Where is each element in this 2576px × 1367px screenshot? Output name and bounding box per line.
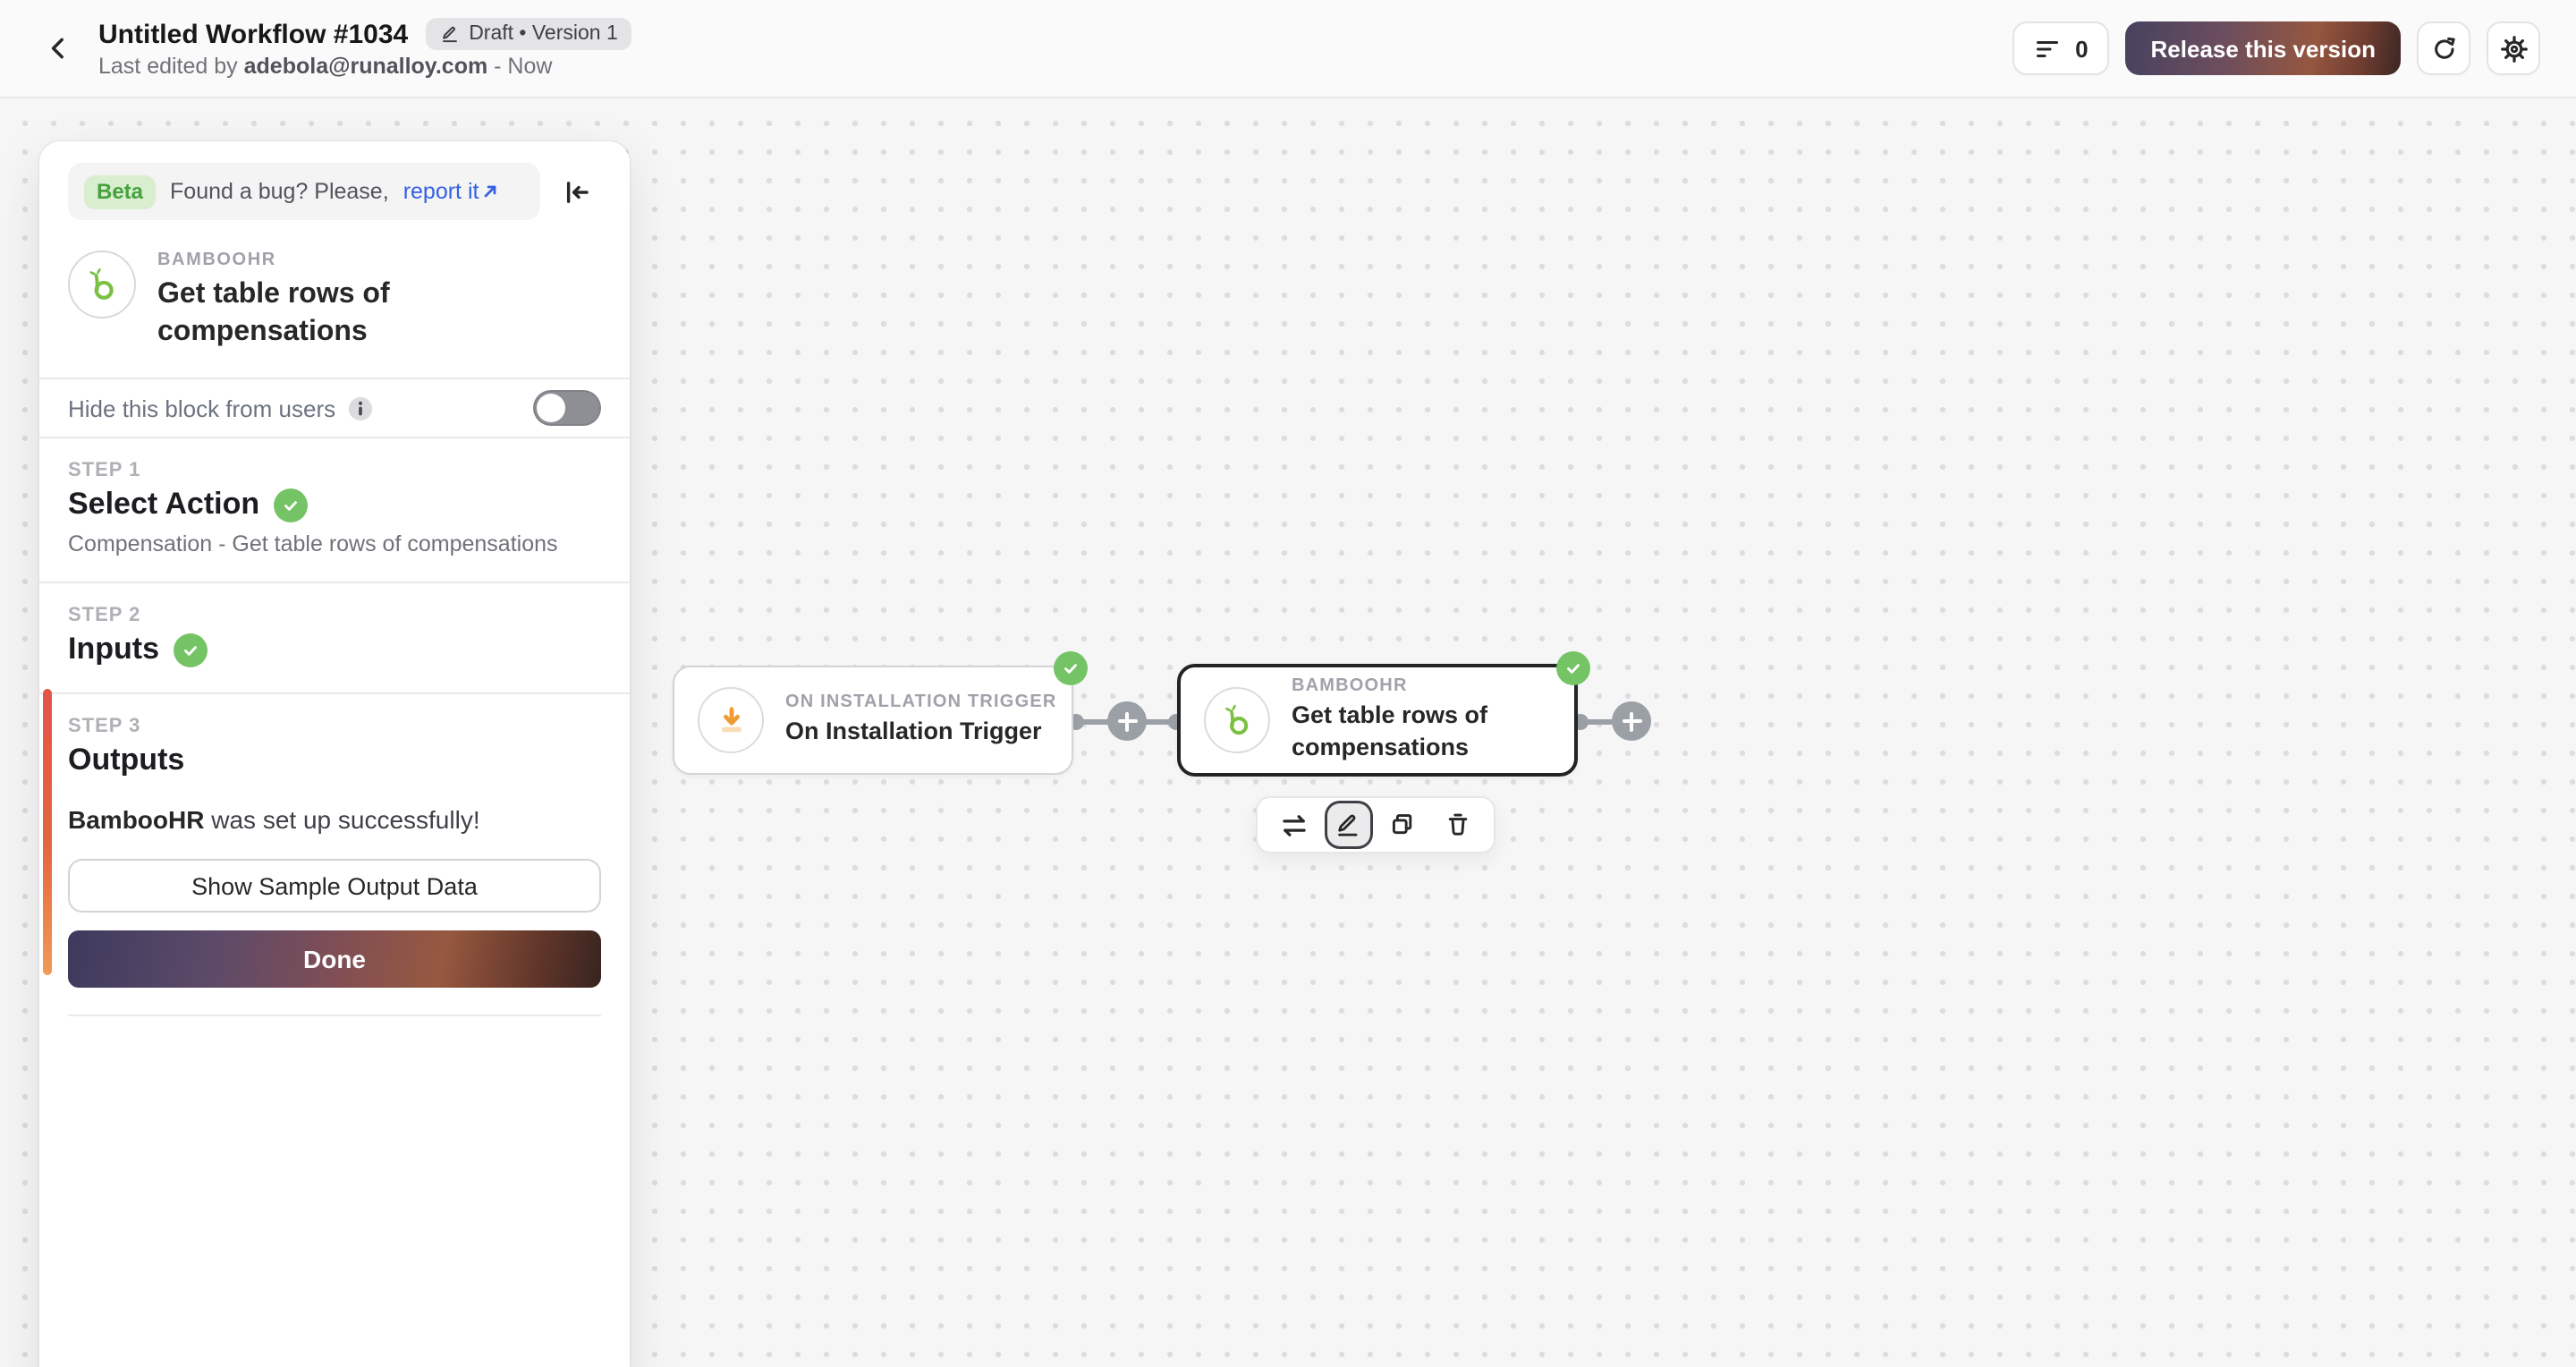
info-icon [346, 395, 373, 421]
version-badge-label: Draft • Version 1 [469, 23, 618, 45]
swap-arrows-icon [1278, 810, 1309, 840]
delete-block-button[interactable] [1436, 803, 1479, 846]
version-badge: Draft • Version 1 [426, 18, 632, 50]
step-label: STEP 2 [68, 605, 141, 627]
workflow-canvas[interactable]: ON INSTALLATION TRIGGER On Installation … [0, 98, 2576, 1367]
settings-button[interactable] [2487, 21, 2540, 75]
collapse-left-icon [561, 176, 591, 207]
step-complete-check-icon [274, 488, 309, 522]
redo-button[interactable] [2417, 21, 2470, 75]
top-bar: Untitled Workflow #1034 Draft • Version … [0, 0, 2576, 98]
beta-banner: Beta Found a bug? Please, report it [68, 163, 540, 220]
top-bar-actions: 0 Release this version [2012, 21, 2540, 75]
bamboohr-logo-icon [1204, 687, 1270, 753]
runs-count: 0 [2075, 35, 2089, 62]
beta-badge: Beta [84, 174, 157, 208]
workflow-title-group: Untitled Workflow #1034 Draft • Version … [98, 18, 632, 79]
download-icon [698, 687, 764, 753]
node-toolbar [1256, 796, 1496, 853]
trash-icon [1444, 811, 1472, 839]
show-sample-output-button[interactable]: Show Sample Output Data [68, 859, 601, 913]
step-1-section: STEP 1 Select Action Compensation - Get … [39, 438, 630, 582]
hide-block-row: Hide this block from users [39, 379, 630, 437]
current-step-accent-bar [43, 689, 52, 975]
step-subtitle: Compensation - Get table rows of compens… [68, 531, 558, 557]
release-version-button[interactable]: Release this version [2125, 21, 2401, 75]
success-check-icon [1556, 651, 1590, 685]
node-title: Get table rows of compensations [1292, 701, 1488, 760]
report-bug-link[interactable]: report it [403, 179, 499, 204]
step-2-section: STEP 2 Inputs [39, 583, 630, 692]
last-edited-text: Last edited by adebola@runalloy.com - No… [98, 54, 553, 79]
step-3-section: STEP 3 Outputs [39, 694, 630, 778]
edit-block-button[interactable] [1326, 803, 1370, 846]
workflow-title: Untitled Workflow #1034 [98, 19, 409, 49]
node-category: ON INSTALLATION TRIGGER [785, 692, 1057, 713]
editor-email: adebola@runalloy.com [243, 54, 488, 79]
setup-success-message: BambooHR was set up successfully! [68, 805, 480, 835]
step-label: STEP 1 [68, 460, 141, 482]
chevron-left-icon [45, 34, 73, 63]
done-button[interactable]: Done [68, 930, 601, 989]
node-installation-trigger[interactable]: ON INSTALLATION TRIGGER On Installation … [673, 651, 1088, 775]
block-vendor: BAMBOOHR [157, 250, 276, 270]
edit-pencil-icon [1335, 811, 1361, 838]
add-step-button[interactable] [1612, 701, 1651, 741]
node-bamboohr-action[interactable]: BAMBOOHR Get table rows of compensations [1177, 651, 1590, 777]
step-label: STEP 3 [68, 716, 141, 738]
step-title: Outputs [68, 743, 185, 777]
step-complete-check-icon [174, 633, 208, 667]
gear-icon [2498, 33, 2529, 64]
filter-lines-icon [2034, 35, 2061, 62]
step-title: Inputs [68, 632, 159, 667]
add-step-button[interactable] [1107, 701, 1147, 741]
copy-icon [1389, 811, 1418, 839]
hide-block-label: Hide this block from users [68, 395, 336, 422]
collapse-panel-button[interactable] [551, 166, 601, 217]
hide-block-toggle[interactable] [533, 390, 601, 427]
block-header: BAMBOOHR Get table rows of compensations [39, 220, 630, 378]
block-config-panel: Beta Found a bug? Please, report it [39, 141, 630, 1367]
beta-message: Found a bug? Please, [170, 179, 389, 204]
step-title: Select Action [68, 487, 260, 522]
bamboohr-logo-icon [68, 250, 136, 318]
swap-block-button[interactable] [1272, 803, 1315, 846]
external-link-arrow-icon [480, 183, 498, 200]
duplicate-block-button[interactable] [1382, 803, 1425, 846]
edge-action-out [1580, 719, 1631, 724]
node-category: BAMBOOHR [1292, 676, 1408, 697]
block-title: Get table rows of compensations [157, 279, 390, 348]
success-check-icon [1054, 651, 1088, 685]
pencil-icon [440, 24, 460, 44]
back-button[interactable] [36, 25, 82, 72]
node-title: On Installation Trigger [785, 717, 1042, 745]
redo-circular-icon [2428, 33, 2459, 64]
runs-counter-button[interactable]: 0 [2012, 21, 2110, 75]
